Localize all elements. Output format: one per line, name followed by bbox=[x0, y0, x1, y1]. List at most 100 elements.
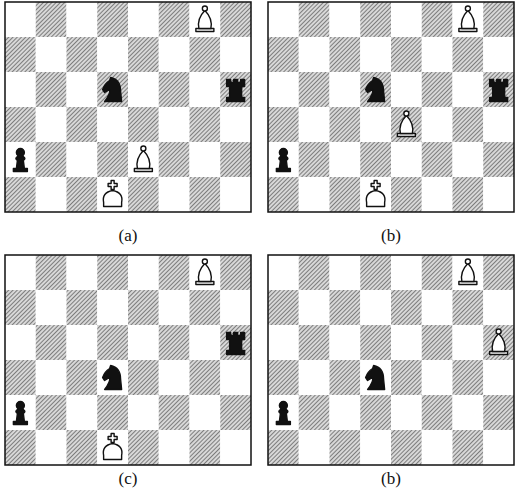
board-square bbox=[299, 107, 330, 142]
piece-part bbox=[103, 78, 122, 102]
board-square bbox=[268, 290, 299, 325]
board-square bbox=[330, 177, 361, 212]
board-square bbox=[67, 360, 98, 395]
board-caption: (b) bbox=[381, 226, 401, 246]
board-square bbox=[190, 72, 221, 107]
board-square bbox=[220, 255, 251, 290]
board-square bbox=[360, 395, 391, 430]
board-square bbox=[36, 72, 67, 107]
chess-board bbox=[268, 2, 514, 212]
board-square bbox=[330, 290, 361, 325]
board-square bbox=[220, 2, 251, 37]
board-square bbox=[190, 290, 221, 325]
board-square bbox=[422, 2, 453, 37]
board-square bbox=[36, 360, 67, 395]
board-caption: (a) bbox=[119, 226, 138, 246]
board-square bbox=[97, 290, 128, 325]
board-square bbox=[268, 255, 299, 290]
piece-part bbox=[276, 410, 290, 425]
board-square bbox=[391, 2, 422, 37]
board-square bbox=[391, 142, 422, 177]
board-square bbox=[36, 430, 67, 465]
board-square bbox=[268, 107, 299, 142]
board-square bbox=[422, 142, 453, 177]
board-square bbox=[453, 430, 484, 465]
board-square bbox=[128, 395, 159, 430]
board-square bbox=[5, 360, 36, 395]
board-square bbox=[422, 177, 453, 212]
chess-board bbox=[5, 255, 251, 465]
board-square bbox=[330, 255, 361, 290]
piece-part bbox=[198, 264, 211, 282]
board-square bbox=[67, 255, 98, 290]
board-square bbox=[128, 107, 159, 142]
board-square bbox=[67, 395, 98, 430]
board-square bbox=[190, 255, 221, 290]
board-square bbox=[97, 255, 128, 290]
board-square bbox=[268, 37, 299, 72]
board-square bbox=[483, 2, 514, 37]
board-border bbox=[268, 2, 514, 212]
board-square bbox=[391, 177, 422, 212]
board-square bbox=[330, 325, 361, 360]
board-square bbox=[97, 395, 128, 430]
board-square bbox=[453, 177, 484, 212]
board-square bbox=[453, 142, 484, 177]
board-square bbox=[5, 290, 36, 325]
piece-part bbox=[279, 402, 287, 410]
board-square bbox=[299, 142, 330, 177]
board-square bbox=[220, 107, 251, 142]
board-square bbox=[159, 395, 190, 430]
chess-knight bbox=[366, 366, 385, 390]
piece-part bbox=[108, 434, 117, 443]
board-square bbox=[5, 72, 36, 107]
board-square bbox=[128, 360, 159, 395]
board-square bbox=[67, 72, 98, 107]
board-square bbox=[422, 72, 453, 107]
board-square bbox=[67, 325, 98, 360]
board-square bbox=[190, 177, 221, 212]
board-square bbox=[483, 325, 514, 360]
board-square bbox=[360, 72, 391, 107]
chess-knight bbox=[366, 78, 385, 102]
board-square bbox=[330, 37, 361, 72]
board-square bbox=[483, 37, 514, 72]
chess-pawn bbox=[13, 149, 27, 172]
board-square bbox=[483, 360, 514, 395]
board-square bbox=[5, 2, 36, 37]
piece-part bbox=[496, 329, 501, 334]
board-square bbox=[36, 107, 67, 142]
piece-part bbox=[366, 191, 385, 207]
board-square bbox=[190, 325, 221, 360]
board-square bbox=[453, 107, 484, 142]
board-square bbox=[330, 2, 361, 37]
board-square bbox=[453, 255, 484, 290]
board-square bbox=[190, 2, 221, 37]
board-square bbox=[483, 72, 514, 107]
board-square bbox=[190, 37, 221, 72]
chess-bishop bbox=[490, 329, 508, 355]
chess-rook bbox=[227, 80, 245, 102]
piece-part bbox=[141, 146, 146, 151]
board-square bbox=[360, 107, 391, 142]
board-square bbox=[190, 142, 221, 177]
piece-part bbox=[103, 366, 122, 390]
board-square bbox=[36, 395, 67, 430]
board-square bbox=[97, 177, 128, 212]
chess-bishop bbox=[196, 6, 214, 32]
board-square bbox=[5, 255, 36, 290]
board-square bbox=[128, 290, 159, 325]
board-square bbox=[36, 2, 67, 37]
board-square bbox=[5, 177, 36, 212]
board-square bbox=[391, 72, 422, 107]
board-square bbox=[391, 360, 422, 395]
piece-part bbox=[137, 151, 150, 169]
board-square bbox=[128, 255, 159, 290]
board-square bbox=[128, 177, 159, 212]
board-square bbox=[483, 395, 514, 430]
board-square bbox=[360, 325, 391, 360]
board-border bbox=[268, 255, 514, 465]
board-square bbox=[159, 430, 190, 465]
board-square bbox=[483, 430, 514, 465]
chess-bishop bbox=[196, 259, 214, 285]
